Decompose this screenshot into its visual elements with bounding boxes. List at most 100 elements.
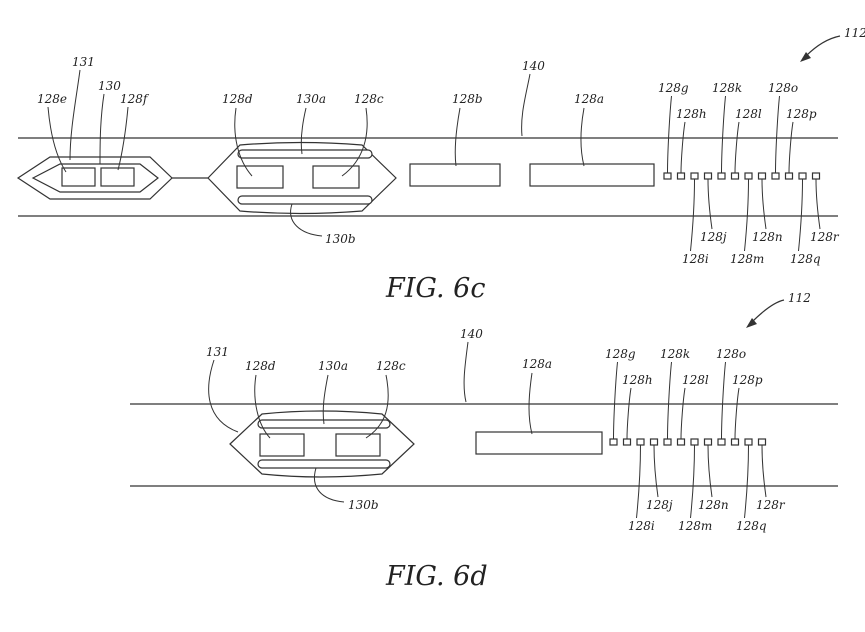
label-128h: 128h (622, 373, 653, 387)
cell-1 (676, 172, 686, 180)
leader-128d (254, 374, 271, 439)
cell-leader-10 (798, 178, 803, 252)
label-128r: 128r (756, 498, 786, 512)
battery-128e (61, 167, 96, 187)
label-128g: 128g (658, 81, 689, 95)
battery-128c (335, 433, 381, 457)
cell-leader-0 (667, 95, 672, 174)
label-140: 140 (460, 327, 483, 341)
label-128d: 128d (245, 359, 276, 373)
label-128i: 128i (628, 519, 655, 533)
cell-2 (636, 438, 645, 446)
label-128q: 128q (790, 252, 821, 266)
label-128h: 128h (676, 107, 707, 121)
leader-130b (290, 203, 323, 237)
cell-leader-1 (626, 387, 632, 440)
cell-leader-2 (636, 444, 641, 519)
cell-leader-9 (788, 121, 794, 174)
cell-leader-6 (690, 444, 695, 519)
cell-leader-10 (744, 444, 749, 519)
label-128n: 128n (698, 498, 729, 512)
label-130a: 130a (296, 92, 326, 106)
label-128g: 128g (605, 347, 636, 361)
label-128q: 128q (736, 519, 767, 533)
battery-128d (236, 165, 284, 189)
cell-8 (771, 172, 780, 180)
cell-9 (730, 438, 740, 446)
label-112: 112 (788, 291, 811, 305)
label-128d: 128d (222, 92, 253, 106)
label-128m: 128m (730, 252, 764, 266)
label-131: 131 (206, 345, 229, 359)
cell-5 (676, 438, 686, 446)
battery-128c (312, 165, 360, 189)
cell-leader-3 (653, 444, 659, 498)
label-128j: 128j (700, 230, 727, 244)
leader-128c (341, 107, 368, 177)
leader-131 (208, 359, 239, 433)
label-128o: 128o (768, 81, 798, 95)
leader-130a (322, 374, 329, 425)
label-128l: 128l (735, 107, 762, 121)
cable-130a (237, 149, 373, 159)
label-128j: 128j (646, 498, 673, 512)
label-128i: 128i (682, 252, 709, 266)
cell-6 (744, 172, 753, 180)
leader-140 (521, 73, 531, 137)
cell-7 (703, 438, 713, 446)
leader-128c (365, 374, 389, 439)
cell-10 (744, 438, 753, 446)
cell-leader-2 (690, 178, 695, 252)
leader-128b (454, 107, 461, 167)
cell-array-6c (663, 95, 821, 252)
leader-130a (300, 107, 307, 155)
label-130: 130 (98, 79, 121, 93)
label-131: 131 (72, 55, 95, 69)
label-128b: 128b (452, 92, 483, 106)
leader-130 (99, 93, 105, 165)
label-128a: 128a (522, 357, 552, 371)
label-128k: 128k (660, 347, 690, 361)
label-128f: 128f (120, 92, 150, 106)
cell-6 (690, 438, 699, 446)
ref-arrowhead-112 (800, 52, 811, 62)
cell-5 (730, 172, 740, 180)
cell-2 (690, 172, 699, 180)
cell-7 (757, 172, 767, 180)
battery-128a (475, 431, 603, 455)
battery-128b (409, 163, 501, 187)
leader-130b (314, 467, 345, 503)
label-128r: 128r (810, 230, 840, 244)
leader-140 (463, 341, 469, 403)
cell-8 (717, 438, 726, 446)
cell-leader-9 (734, 387, 740, 440)
cell-0 (609, 438, 618, 446)
cell-leader-6 (744, 178, 749, 252)
cell-leader-4 (667, 361, 672, 440)
cell-leader-8 (775, 95, 780, 174)
ref-arrowhead-112 (746, 318, 757, 328)
leader-128d (234, 107, 253, 177)
cell-leader-7 (761, 178, 767, 230)
cell-leader-5 (680, 387, 686, 440)
cell-leader-11 (815, 178, 821, 230)
battery-128a (529, 163, 655, 187)
cell-leader-5 (734, 121, 740, 174)
cell-leader-11 (761, 444, 767, 498)
cable-130b (237, 195, 373, 205)
label-128l: 128l (682, 373, 709, 387)
cell-leader-4 (721, 95, 726, 174)
leader-128f (117, 106, 129, 171)
cell-leader-0 (613, 361, 618, 440)
cable-130b (257, 459, 391, 469)
cell-3 (703, 172, 713, 180)
label-140: 140 (522, 59, 545, 73)
label-130b: 130b (325, 232, 356, 246)
cell-9 (784, 172, 794, 180)
label-128k: 128k (712, 81, 742, 95)
label-128a: 128a (574, 92, 604, 106)
label-112: 112 (844, 26, 865, 40)
label-130a: 130a (318, 359, 348, 373)
leader-131 (69, 69, 81, 161)
